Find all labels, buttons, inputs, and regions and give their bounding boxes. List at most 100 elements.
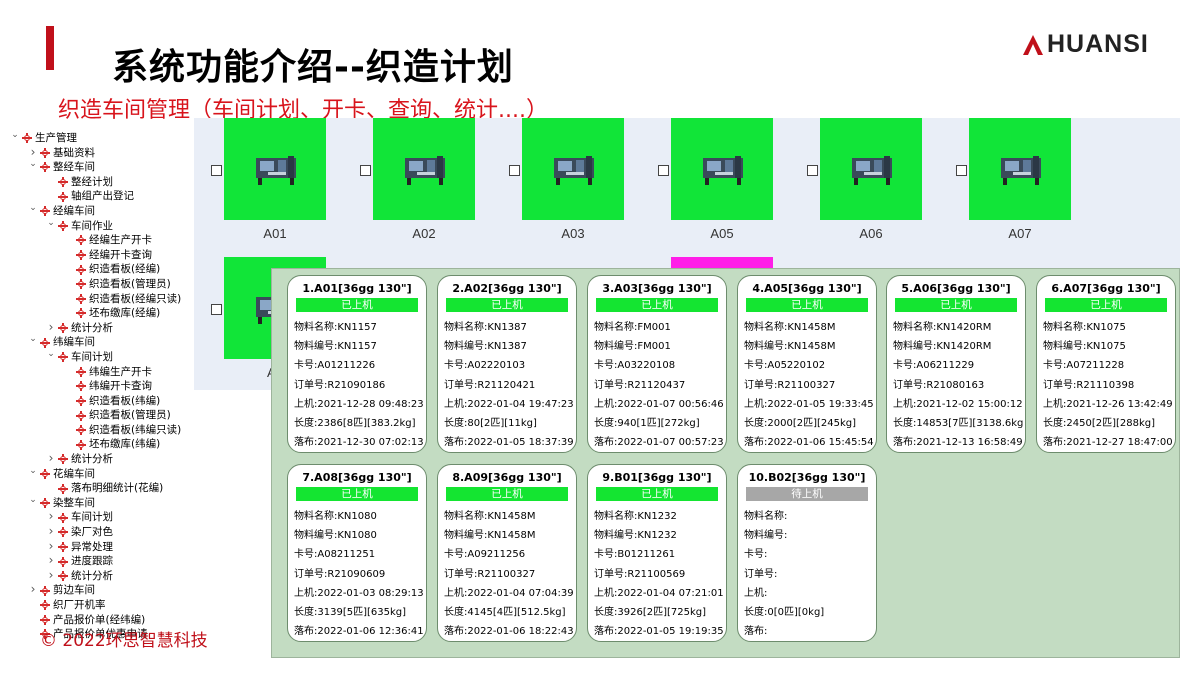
tree-node[interactable]: 异常处理 [9, 540, 209, 555]
node-icon [40, 206, 50, 217]
tree-node[interactable]: 经编生产开卡 [9, 233, 209, 248]
tree-node[interactable]: 织厂开机率 [9, 598, 209, 613]
tree-node[interactable]: 织造看板(纬编) [9, 394, 209, 409]
machine-checkbox[interactable] [211, 165, 222, 176]
chevron-right-icon[interactable] [27, 582, 39, 599]
machine-checkbox[interactable] [956, 165, 967, 176]
tree-node[interactable]: 进度跟踪 [9, 554, 209, 569]
tree-node[interactable]: 整经车间 [9, 160, 209, 175]
tree-node[interactable]: 坯布缴库(经编) [9, 306, 209, 321]
tree-node[interactable]: 统计分析 [9, 452, 209, 467]
machine-tile[interactable] [820, 118, 922, 220]
tree-node[interactable]: 经编车间 [9, 204, 209, 219]
node-icon [76, 410, 86, 421]
node-icon [76, 293, 86, 304]
chevron-down-icon[interactable] [27, 496, 39, 511]
machine-checkbox[interactable] [807, 165, 818, 176]
card-field: 物料编号:KN1232 [594, 530, 677, 542]
tree-node[interactable]: 织造看板(管理员) [9, 408, 209, 423]
tree-node[interactable]: 纬编生产开卡 [9, 365, 209, 380]
card-field: 长度:3139[5匹][635kg] [294, 607, 407, 618]
card-field: 物料编号:KN1080 [294, 530, 377, 542]
machine-tile[interactable] [224, 118, 326, 220]
tree-node[interactable]: 坯布缴库(纬编) [9, 437, 209, 452]
machine-label: A07 [1008, 226, 1032, 241]
chevron-right-icon[interactable] [45, 320, 57, 337]
tree-node[interactable]: 统计分析 [9, 569, 209, 584]
card-field: 落布:2022-01-05 18:37:39 [444, 437, 574, 449]
chevron-down-icon[interactable] [27, 204, 39, 219]
card-title: 8.A09[36gg 130"] [452, 471, 562, 484]
tree-node-label: 染整车间 [53, 496, 95, 509]
tree-node[interactable]: 车间作业 [9, 219, 209, 234]
tree-node[interactable]: 织造看板(管理员) [9, 277, 209, 292]
copyright-footer: © 2022环思智慧科技 [40, 631, 208, 651]
tree-node-label: 织造看板(管理员) [89, 277, 171, 290]
node-icon [76, 381, 86, 392]
machine-label: A02 [412, 226, 436, 241]
tree-node-label: 落布明细统计(花编) [71, 482, 164, 495]
tree-node[interactable]: 织造看板(纬编只读) [9, 423, 209, 438]
tree-node-label: 织厂开机率 [53, 599, 106, 611]
tree-node-label: 坯布缴库(纬编) [89, 438, 161, 451]
card-title: 10.B02[36gg 130"] [748, 471, 866, 484]
chevron-right-icon[interactable] [45, 451, 57, 468]
machine-checkbox[interactable] [211, 304, 222, 315]
tree-node[interactable]: 车间计划 [9, 510, 209, 525]
tree-node[interactable]: 染整车间 [9, 496, 209, 511]
tree-node[interactable]: 轴组产出登记 [9, 189, 209, 204]
node-icon [40, 498, 50, 509]
machine-checkbox[interactable] [658, 165, 669, 176]
tree-node[interactable]: 产品报价单优惠申请 [9, 627, 209, 642]
machine-checkbox[interactable] [360, 165, 371, 176]
machine-card[interactable]: 10.B02[36gg 130"]待上机物料名称:物料编号:卡号:订单号:上机:… [737, 464, 877, 642]
tree-node[interactable]: 生产管理 [9, 131, 209, 146]
chevron-down-icon[interactable] [45, 350, 57, 365]
chevron-down-icon[interactable] [27, 335, 39, 350]
card-field: 长度:14853[7匹][3138.6kg] [893, 418, 1023, 429]
node-icon [76, 235, 86, 246]
tree-node[interactable]: 整经计划 [9, 175, 209, 190]
tree-node[interactable]: 经编开卡查询 [9, 248, 209, 263]
tree-node[interactable]: 纬编开卡查询 [9, 379, 209, 394]
card-field: 订单号:R21090609 [294, 568, 386, 580]
chevron-right-icon[interactable] [45, 568, 57, 585]
node-icon [58, 454, 68, 465]
machine-checkbox[interactable] [509, 165, 520, 176]
tree-node[interactable]: 车间计划 [9, 350, 209, 365]
machine-tile[interactable] [969, 118, 1071, 220]
tree-node[interactable]: 落布明细统计(花编) [9, 481, 209, 496]
tree-node-label: 整经车间 [53, 161, 95, 174]
machine-tile[interactable] [522, 118, 624, 220]
tree-node[interactable]: 产品报价单(经纬编) [9, 613, 209, 628]
tree-node[interactable]: 花编车间 [9, 467, 209, 482]
tree-node[interactable]: 剪边车间 [9, 583, 209, 598]
tree-node-label: 轴组产出登记 [71, 190, 134, 203]
tree-node[interactable]: 统计分析 [9, 321, 209, 336]
chevron-down-icon[interactable] [45, 219, 57, 234]
chevron-down-icon[interactable] [9, 131, 21, 146]
tree-node[interactable]: 纬编车间 [9, 335, 209, 350]
card-field: 上机:2021-12-02 15:00:12 [893, 398, 1023, 410]
card-title: 9.B01[36gg 130"] [602, 471, 712, 484]
tree-node[interactable]: 织造看板(经编) [9, 262, 209, 277]
node-icon [58, 220, 68, 231]
tree-node[interactable]: 染厂对色 [9, 525, 209, 540]
loom-icon [701, 152, 745, 186]
chevron-down-icon[interactable] [27, 467, 39, 482]
tree-node[interactable]: 基础资料 [9, 146, 209, 161]
loom-icon [850, 152, 894, 186]
tree-node[interactable]: 织造看板(经编只读) [9, 292, 209, 307]
machine-tile[interactable] [671, 118, 773, 220]
chevron-down-icon[interactable] [27, 160, 39, 175]
machine-tile[interactable] [373, 118, 475, 220]
